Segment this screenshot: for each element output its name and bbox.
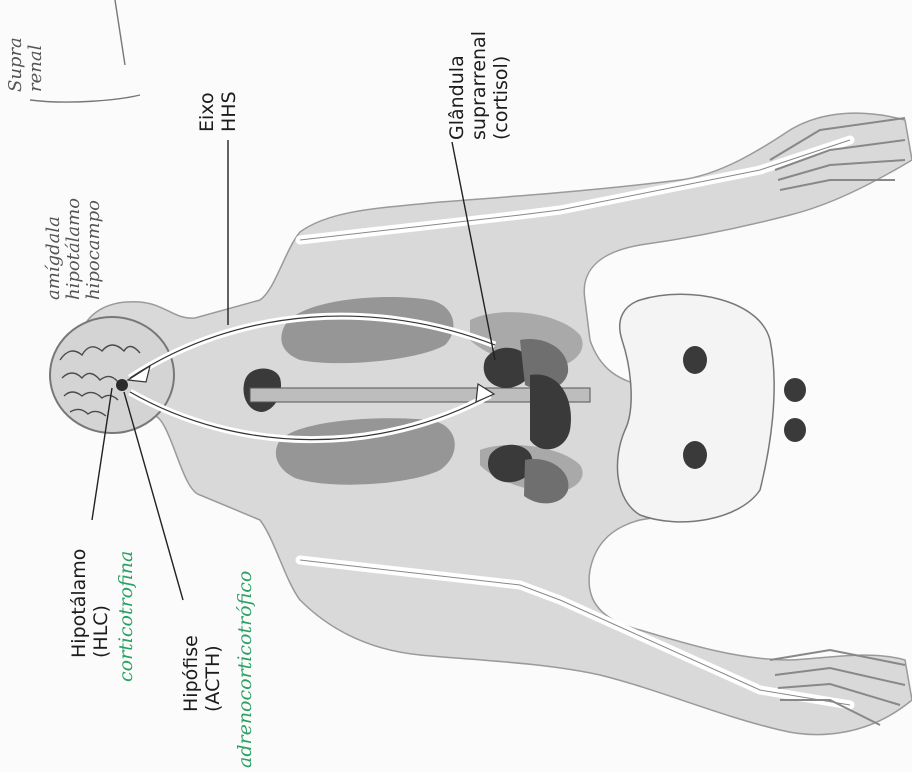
label-hipofise: Hipófise (ACTH) [180, 635, 224, 712]
label-glandula-suprarrenal: Glândula suprarrenal (cortisol) [446, 31, 512, 140]
handwritten-corticotrofina: corticotrofina [115, 551, 137, 682]
pelvis-mark-1 [683, 346, 707, 374]
pelvis-mark-3 [784, 378, 806, 402]
pituitary-gland [116, 379, 128, 391]
pelvis-mark-2 [683, 441, 707, 469]
pelvis-mark-4 [784, 418, 806, 442]
handwritten-suprarrenal: Supra renal [6, 37, 46, 92]
head-outline [50, 317, 174, 433]
label-hipotalamo: Hipotálamo (HLC) [68, 549, 112, 658]
pencil-bracket [30, 0, 140, 102]
pelvis [617, 294, 774, 522]
label-eixo-hhs: Eixo HHS [196, 91, 240, 132]
handwritten-adrenocorticotrofico: adrenocorticotrófico [234, 571, 256, 768]
handwritten-amigdala-hipotalamo-hipocampo: amígdala hipotálamo hipocampo [44, 198, 104, 300]
